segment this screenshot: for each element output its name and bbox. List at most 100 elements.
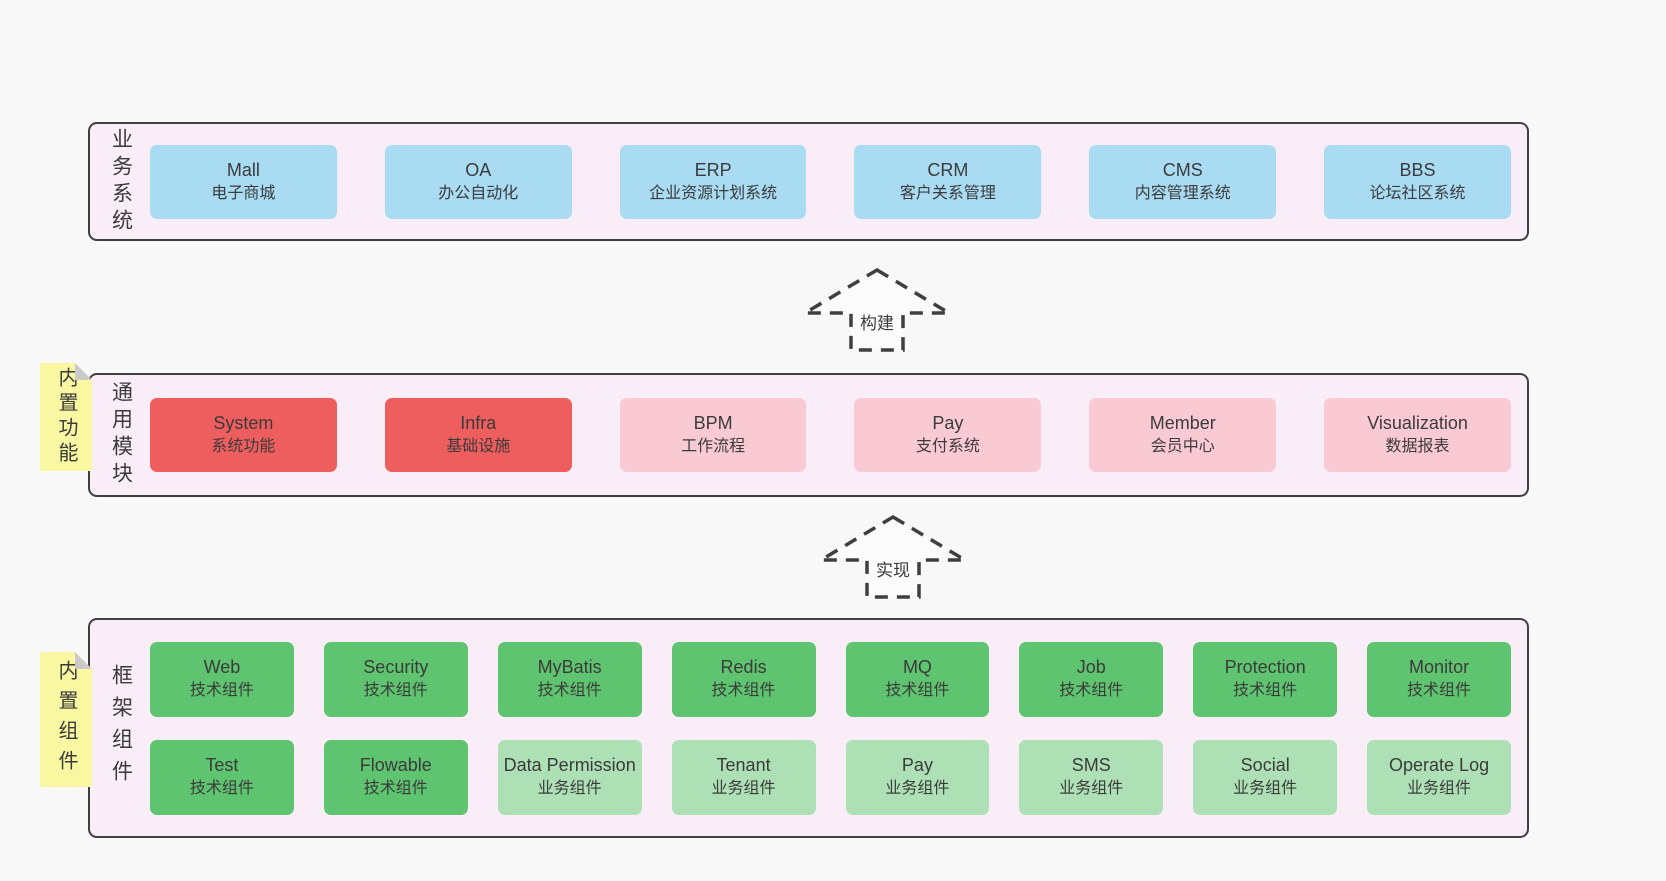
box-subtitle: 业务组件 — [1407, 780, 1472, 797]
common-modules-label: 通用模块 — [109, 381, 133, 489]
built-in-components-note: 内置组件 — [40, 652, 92, 787]
box-web: Web 技术组件 — [150, 641, 294, 717]
box-title: BBS — [1399, 159, 1436, 180]
box-row: Test 技术组件 Flowable 技术组件 Data Permission 业务组件 T… — [150, 739, 1511, 815]
box-title: BPM — [693, 413, 733, 433]
box-title: Flowable — [359, 755, 432, 775]
box-subtitle: 技术组件 — [363, 682, 428, 699]
box-system: System 系统功能 — [150, 398, 337, 472]
box-title: Data Permission — [503, 755, 636, 775]
business-systems-panel: 业务系统 Mall 电子商城 OA 办公自动化 ERP 企业资源计划系统 CRM 客户关系管理… — [88, 122, 1529, 241]
box-subtitle: 企业资源计划系统 — [649, 184, 778, 202]
box-title: Monitor — [1409, 657, 1470, 677]
box-title: SMS — [1071, 755, 1111, 775]
box-title: Mall — [226, 159, 260, 180]
box-row: System 系统功能 Infra 基础设施 BPM 工作流程 Pay 支付系统 Member 会… — [150, 398, 1511, 472]
box-mall: Mall 电子商城 — [150, 144, 337, 219]
box-title: Operate Log — [1389, 755, 1490, 775]
box-erp: ERP 企业资源计划系统 — [619, 144, 807, 219]
business-systems-label: 业务系统 — [109, 127, 133, 236]
box-oa: OA 办公自动化 — [384, 144, 572, 219]
box-subtitle: 技术组件 — [189, 682, 254, 699]
implement-arrow: 实现 — [819, 515, 967, 599]
box-test: Test 技术组件 — [150, 739, 294, 815]
business-systems-boxes: Mall 电子商城 OA 办公自动化 ERP 企业资源计划系统 CRM 客户关系管理 CMS 内容… — [150, 124, 1511, 239]
box-title: OA — [465, 159, 492, 180]
box-title: Social — [1240, 755, 1290, 775]
box-title: Visualization — [1367, 413, 1468, 433]
box-subtitle: 技术组件 — [363, 780, 428, 797]
box-monitor: Monitor 技术组件 — [1367, 641, 1511, 717]
build-arrow: 构建 — [803, 268, 951, 352]
built-in-functions-note: 内置功能 — [40, 363, 92, 471]
box-pay: Pay 业务组件 — [845, 739, 990, 815]
box-subtitle: 业务组件 — [885, 780, 950, 797]
box-title: ERP — [694, 159, 732, 180]
box-subtitle: 支付系统 — [915, 438, 980, 455]
box-subtitle: 业务组件 — [1233, 780, 1298, 797]
box-operate-log: Operate Log 业务组件 — [1367, 739, 1511, 815]
box-subtitle: 数据报表 — [1385, 438, 1450, 455]
implement-arrow-label: 实现 — [873, 556, 913, 581]
box-subtitle: 业务组件 — [1059, 780, 1124, 797]
box-title: System — [213, 413, 274, 433]
box-subtitle: 技术组件 — [1407, 682, 1472, 699]
box-member: Member 会员中心 — [1089, 398, 1277, 472]
box-subtitle: 电子商城 — [211, 184, 276, 202]
box-title: Member — [1149, 413, 1216, 433]
build-arrow-label: 构建 — [857, 309, 897, 334]
box-subtitle: 技术组件 — [189, 780, 254, 797]
built-in-components-note-text: 内置组件 — [55, 659, 77, 780]
box-redis: Redis 技术组件 — [671, 641, 816, 717]
box-subtitle: 基础设施 — [446, 438, 511, 455]
box-protection: Protection 技术组件 — [1193, 641, 1338, 717]
box-title: Protection — [1224, 657, 1306, 677]
box-crm: CRM 客户关系管理 — [854, 144, 1042, 219]
built-in-functions-note-text: 内置功能 — [55, 367, 77, 467]
common-modules-boxes: System 系统功能 Infra 基础设施 BPM 工作流程 Pay 支付系统 Member 会… — [150, 375, 1511, 495]
box-subtitle: 业务组件 — [537, 780, 602, 797]
box-cms: CMS 内容管理系统 — [1089, 144, 1277, 219]
box-subtitle: 会员中心 — [1150, 438, 1215, 455]
box-subtitle: 技术组件 — [1233, 682, 1298, 699]
box-subtitle: 工作流程 — [681, 438, 746, 455]
box-title: Security — [363, 657, 429, 677]
box-subtitle: 技术组件 — [711, 682, 776, 699]
box-row: Mall 电子商城 OA 办公自动化 ERP 企业资源计划系统 CRM 客户关系管理 CMS 内容… — [150, 144, 1511, 219]
box-title: Pay — [932, 413, 964, 433]
box-infra: Infra 基础设施 — [384, 398, 572, 472]
common-modules-panel: 通用模块 System 系统功能 Infra 基础设施 BPM 工作流程 Pay 支付系统 Me… — [88, 373, 1529, 497]
box-title: Redis — [720, 657, 767, 677]
box-bpm: BPM 工作流程 — [619, 398, 807, 472]
box-pay: Pay 支付系统 — [854, 398, 1042, 472]
box-security: Security 技术组件 — [323, 641, 468, 717]
box-title: Tenant — [716, 755, 771, 775]
box-flowable: Flowable 技术组件 — [323, 739, 468, 815]
box-title: CMS — [1162, 159, 1203, 180]
box-subtitle: 办公自动化 — [438, 184, 519, 202]
box-subtitle: 系统功能 — [211, 438, 276, 455]
box-title: Web — [203, 657, 241, 677]
box-data-permission: Data Permission 业务组件 — [497, 739, 642, 815]
box-title: Infra — [460, 413, 497, 433]
box-title: Job — [1076, 657, 1106, 677]
box-social: Social 业务组件 — [1193, 739, 1338, 815]
box-title: MyBatis — [537, 657, 602, 677]
framework-components-label: 框架组件 — [109, 664, 133, 792]
box-subtitle: 内容管理系统 — [1134, 184, 1231, 202]
box-subtitle: 论坛社区系统 — [1369, 184, 1466, 202]
box-subtitle: 技术组件 — [885, 682, 950, 699]
box-job: Job 技术组件 — [1019, 641, 1164, 717]
box-title: Pay — [901, 755, 933, 775]
box-visualization: Visualization 数据报表 — [1324, 398, 1511, 472]
box-subtitle: 客户关系管理 — [899, 184, 996, 202]
box-title: Test — [205, 755, 239, 775]
note-fold-corner — [75, 363, 92, 380]
box-title: CRM — [927, 159, 969, 180]
box-subtitle: 技术组件 — [1059, 682, 1124, 699]
